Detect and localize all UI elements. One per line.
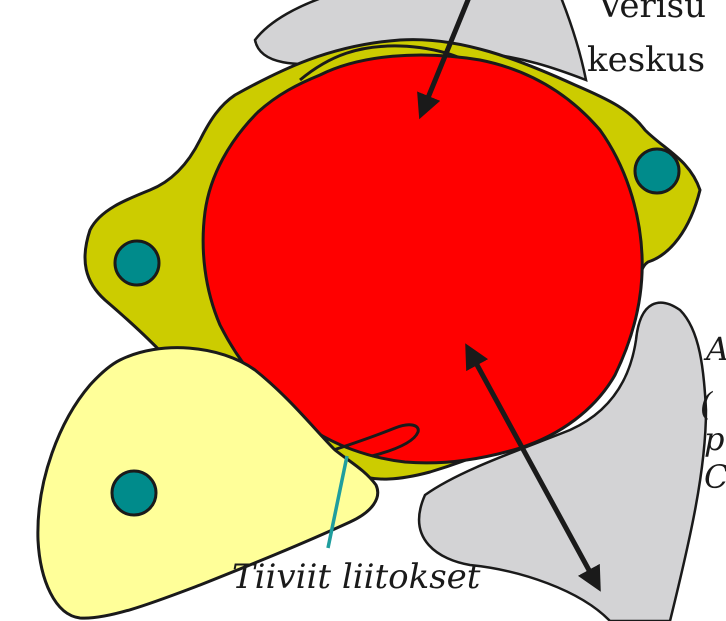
nucleus-endothelial-right xyxy=(635,149,679,193)
astrocyte-label-frag3: p xyxy=(704,420,724,458)
astrocyte-label-frag2: ( xyxy=(700,385,712,423)
tight-junction-label: Tiiviit liitokset xyxy=(232,557,480,597)
astrocyte-label-frag4: C xyxy=(704,458,726,496)
vessel-label-line2: keskus xyxy=(587,40,705,80)
nucleus-pericyte xyxy=(112,471,156,515)
astrocyte-label-frag1: A xyxy=(706,330,726,368)
nucleus-endothelial-left xyxy=(115,241,159,285)
vessel-label-line1: Verisu xyxy=(598,0,706,26)
